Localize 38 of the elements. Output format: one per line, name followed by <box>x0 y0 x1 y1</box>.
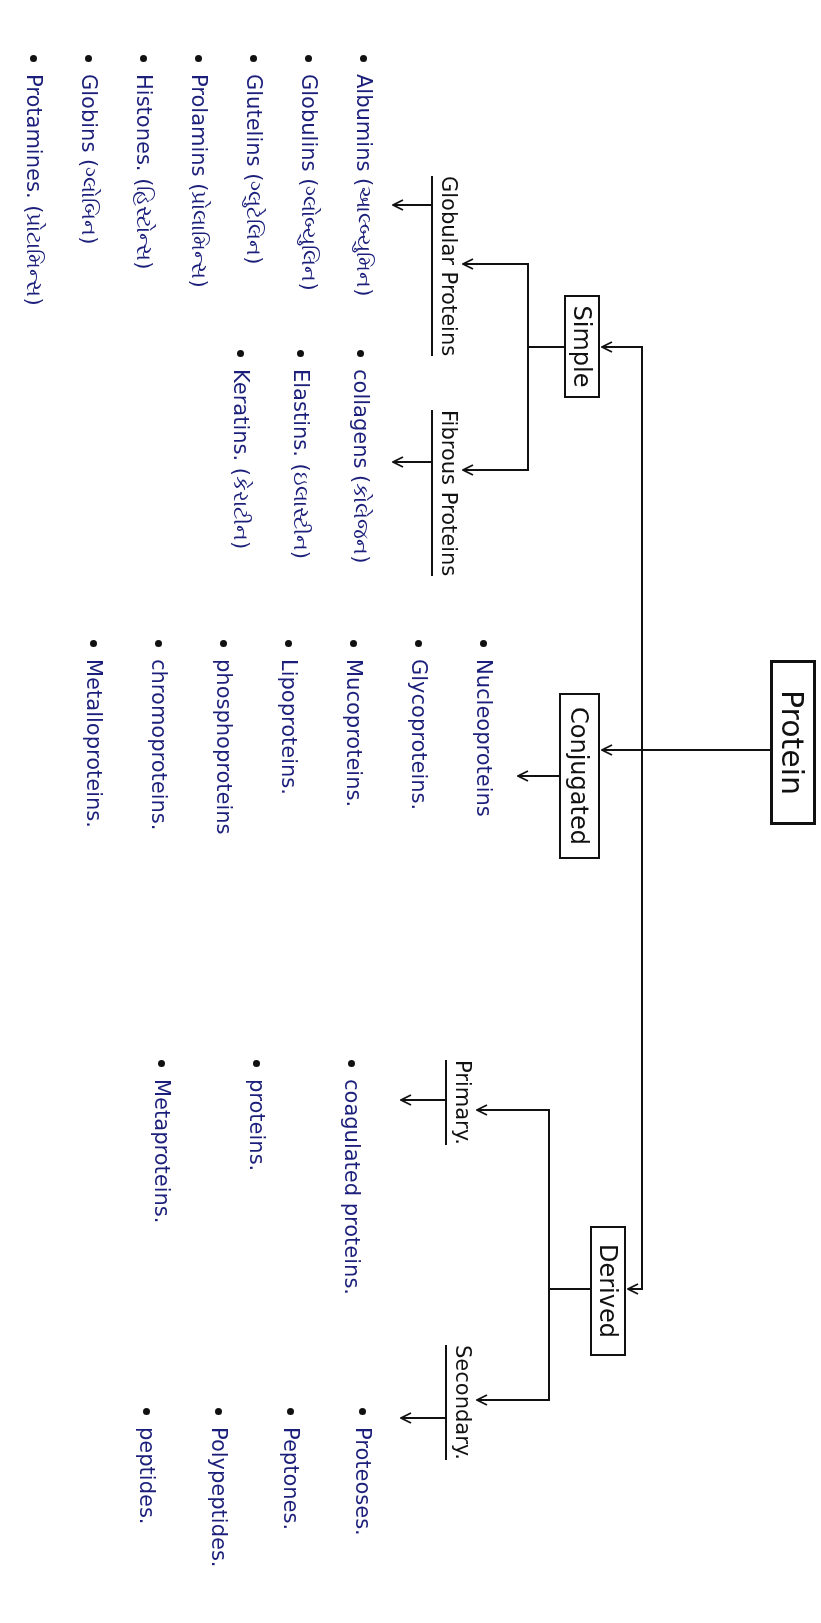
list-item: Protamines. (પ્રોટામિન્સ) <box>21 74 47 306</box>
arrow <box>400 1412 446 1424</box>
list-item: coagulated proteins. <box>339 1079 365 1296</box>
heading: Fibrous Proteins <box>431 410 461 577</box>
heading: Globular Proteins <box>431 176 461 357</box>
category-box: Derived <box>590 1226 626 1356</box>
list-item: Nucleoproteins <box>471 659 497 817</box>
list-item: Peptones. <box>278 1427 304 1531</box>
arrow <box>462 346 565 476</box>
list-item: Mucoproteins. <box>341 659 367 808</box>
list-item: phosphoproteins <box>211 659 237 835</box>
arrow <box>517 770 560 782</box>
list-item: Globins (ગ્લોબિન) <box>76 74 102 245</box>
category-box: Conjugated <box>559 693 600 859</box>
list-item: collagens (કોલેજન) <box>348 369 374 564</box>
heading: Primary. <box>445 1060 475 1145</box>
list-item: Glutelins (ગ્લુટેલિન) <box>241 74 267 265</box>
list-item: Lipoproteins. <box>276 659 302 795</box>
list-item: proteins. <box>244 1079 270 1172</box>
arrow <box>400 1094 446 1106</box>
list-item: peptides. <box>134 1427 160 1525</box>
list-item: chromoproteins. <box>146 659 172 831</box>
list-item: Prolamins (પ્રોલામિન્સ) <box>186 74 212 288</box>
arrow <box>392 199 432 211</box>
list-item: Histones. (હિસ્ટોન્સ) <box>131 74 157 270</box>
list-item: Glycoproteins. <box>406 659 432 811</box>
list-item: Metaproteins. <box>149 1079 175 1224</box>
list-item: Proteoses. <box>350 1427 376 1536</box>
heading: Secondary. <box>445 1345 475 1460</box>
list-item: Globulins (ગ્લોબ્યુલિન) <box>296 74 322 291</box>
title-box: Protein <box>770 660 816 825</box>
list-item: Polypeptides. <box>206 1427 232 1568</box>
list-item: Elastins. (ઇલાસ્ટીન) <box>288 369 314 559</box>
category-box: Simple <box>564 295 600 398</box>
arrow <box>392 456 432 468</box>
list-item: Metalloproteins. <box>81 659 107 828</box>
list-item: Keratins. (કેરાટીન) <box>228 369 254 550</box>
list-item: Albumins (આલ્બ્યુમિન) <box>351 74 377 297</box>
